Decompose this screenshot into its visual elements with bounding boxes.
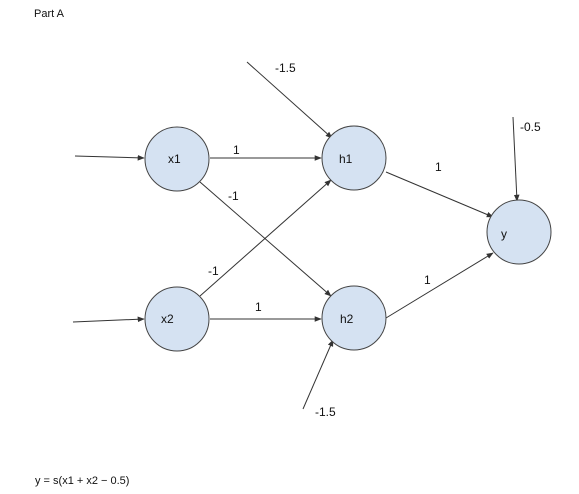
output-formula: y = s(x1 + x2 − 0.5) bbox=[35, 475, 130, 487]
node-x1: x1 bbox=[144, 126, 210, 192]
edge-h1-y bbox=[385, 171, 494, 218]
weight-h2-y: 1 bbox=[424, 273, 431, 287]
node-h1: h1 bbox=[321, 125, 387, 191]
node-x2: x2 bbox=[144, 286, 210, 352]
bias-arrow-h2 bbox=[302, 339, 334, 410]
node-h2-label: h2 bbox=[340, 312, 354, 326]
weight-x1-h1: 1 bbox=[233, 143, 240, 157]
bias-label-h1: -1.5 bbox=[275, 61, 296, 75]
node-h1-circle bbox=[321, 125, 387, 191]
edge-h2-y bbox=[385, 252, 494, 319]
node-y-label: y bbox=[501, 227, 507, 241]
edge-x1-h2 bbox=[199, 181, 332, 297]
node-x2-circle bbox=[144, 286, 210, 352]
weight-x2-h1: -1 bbox=[208, 264, 219, 278]
bias-label-h2: -1.5 bbox=[315, 405, 336, 419]
node-y-circle bbox=[486, 199, 552, 265]
bias-label-y: -0.5 bbox=[520, 120, 541, 134]
input-arrow-x2 bbox=[72, 316, 145, 323]
node-y: y bbox=[486, 199, 552, 265]
page-title: Part A bbox=[34, 8, 64, 20]
node-x2-label: x2 bbox=[161, 312, 174, 326]
node-x1-circle bbox=[144, 126, 210, 192]
bias-arrow-h1 bbox=[246, 61, 333, 139]
node-x1-label: x1 bbox=[168, 152, 181, 166]
node-h2-circle bbox=[321, 285, 387, 351]
bias-arrow-y bbox=[512, 116, 520, 202]
node-h1-label: h1 bbox=[339, 152, 353, 166]
input-arrow-x1 bbox=[74, 155, 145, 161]
weight-h1-y: 1 bbox=[435, 160, 442, 174]
node-h2: h2 bbox=[321, 285, 387, 351]
weight-x2-h2: 1 bbox=[255, 300, 262, 314]
edge-x2-h1 bbox=[199, 179, 332, 297]
weight-x1-h2: -1 bbox=[228, 189, 239, 203]
